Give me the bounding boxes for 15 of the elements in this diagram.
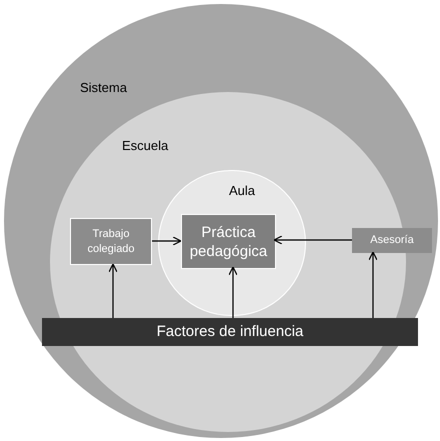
arrow	[152, 236, 182, 246]
region-label: Escuela	[122, 137, 168, 155]
arrow	[228, 266, 238, 318]
box-label: Trabajo colegiado	[86, 226, 136, 256]
arrow	[368, 251, 378, 318]
process-box	[181, 214, 276, 269]
box-label: Factores de influencia	[156, 322, 304, 342]
arrow	[108, 263, 118, 318]
region-label: Aula	[229, 182, 256, 200]
region-label: Sistema	[80, 79, 127, 97]
arrow	[273, 235, 352, 245]
box-label: Asesoría	[370, 233, 414, 248]
process-box	[352, 228, 432, 253]
process-box	[70, 218, 152, 265]
box-label: Práctica pedagógica	[188, 222, 268, 260]
